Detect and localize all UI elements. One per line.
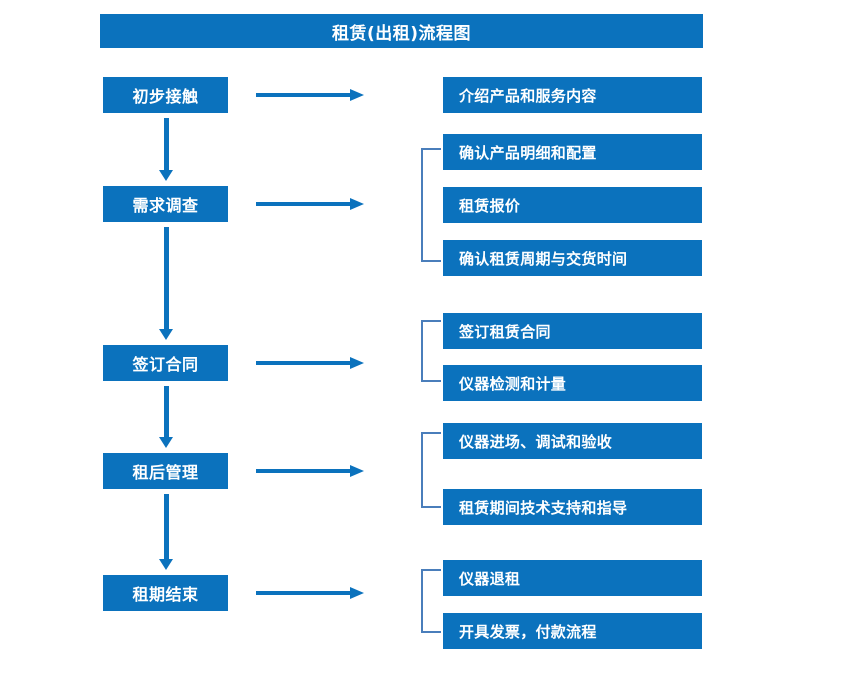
detail-box-6[interactable]: 仪器检测和计量 xyxy=(443,365,702,401)
arrow-head xyxy=(350,89,364,101)
detail-box-3[interactable]: 租赁报价 xyxy=(443,187,702,223)
horizontal-arrow-1 xyxy=(256,88,368,102)
stage-box-2[interactable]: 需求调查 xyxy=(103,186,228,222)
arrow-shaft xyxy=(256,591,352,595)
detail-box-10[interactable]: 开具发票，付款流程 xyxy=(443,613,702,649)
arrow-shaft xyxy=(256,93,352,97)
vertical-arrow-2 xyxy=(159,227,173,340)
horizontal-arrow-4 xyxy=(256,464,368,478)
arrow-head xyxy=(159,559,173,570)
group-bracket-2 xyxy=(421,320,441,382)
stage-box-4[interactable]: 租后管理 xyxy=(103,453,228,489)
detail-box-9[interactable]: 仪器退租 xyxy=(443,560,702,596)
arrow-shaft xyxy=(164,494,169,559)
arrow-shaft xyxy=(164,118,169,170)
detail-box-7[interactable]: 仪器进场、调试和验收 xyxy=(443,423,702,459)
arrow-head xyxy=(350,587,364,599)
horizontal-arrow-5 xyxy=(256,586,368,600)
arrow-shaft xyxy=(256,361,352,365)
arrow-shaft xyxy=(256,469,352,473)
detail-box-8[interactable]: 租赁期间技术支持和指导 xyxy=(443,489,702,525)
detail-box-2[interactable]: 确认产品明细和配置 xyxy=(443,134,702,170)
horizontal-arrow-3 xyxy=(256,356,368,370)
detail-box-5[interactable]: 签订租赁合同 xyxy=(443,313,702,349)
stage-box-5[interactable]: 租期结束 xyxy=(103,575,228,611)
arrow-head xyxy=(159,170,173,181)
vertical-arrow-1 xyxy=(159,118,173,181)
stage-box-3[interactable]: 签订合同 xyxy=(103,345,228,381)
arrow-head xyxy=(350,357,364,369)
arrow-head xyxy=(350,465,364,477)
vertical-arrow-3 xyxy=(159,386,173,448)
horizontal-arrow-2 xyxy=(256,197,368,211)
arrow-head xyxy=(159,437,173,448)
vertical-arrow-4 xyxy=(159,494,173,570)
stage-box-1[interactable]: 初步接触 xyxy=(103,77,228,113)
detail-box-1[interactable]: 介绍产品和服务内容 xyxy=(443,77,702,113)
arrow-head xyxy=(159,329,173,340)
detail-box-4[interactable]: 确认租赁周期与交货时间 xyxy=(443,240,702,276)
arrow-head xyxy=(350,198,364,210)
arrow-shaft xyxy=(256,202,352,206)
arrow-shaft xyxy=(164,386,169,437)
group-bracket-3 xyxy=(421,432,441,508)
arrow-shaft xyxy=(164,227,169,329)
group-bracket-1 xyxy=(421,148,441,262)
group-bracket-4 xyxy=(421,569,441,633)
diagram-title: 租赁(出租)流程图 xyxy=(100,14,703,48)
